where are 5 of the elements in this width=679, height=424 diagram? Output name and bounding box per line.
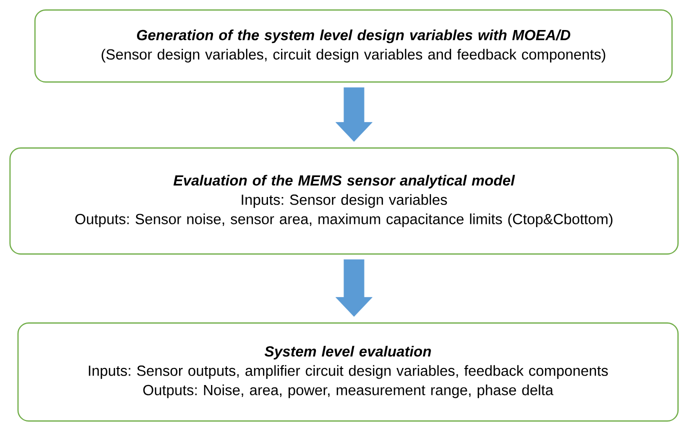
process-box: Evaluation of the MEMS sensor analytical model Inputs: Sensor design variables Outputs: Sensor noise, sensor area, maximum capacitance limits (Ctop&Cbottom): [9, 147, 679, 255]
arrow: [335, 87, 373, 142]
arrow: [335, 259, 373, 317]
process-box: System level evaluation Inputs: Sensor outputs, amplifier circuit design variables, feedback components Outputs: Noise, area, power, measurement range, phase delta: [17, 322, 679, 422]
process-box: Generation of the system level design variables with MOEA/D (Sensor design variables, circuit design variables and feedback components): [34, 9, 673, 83]
